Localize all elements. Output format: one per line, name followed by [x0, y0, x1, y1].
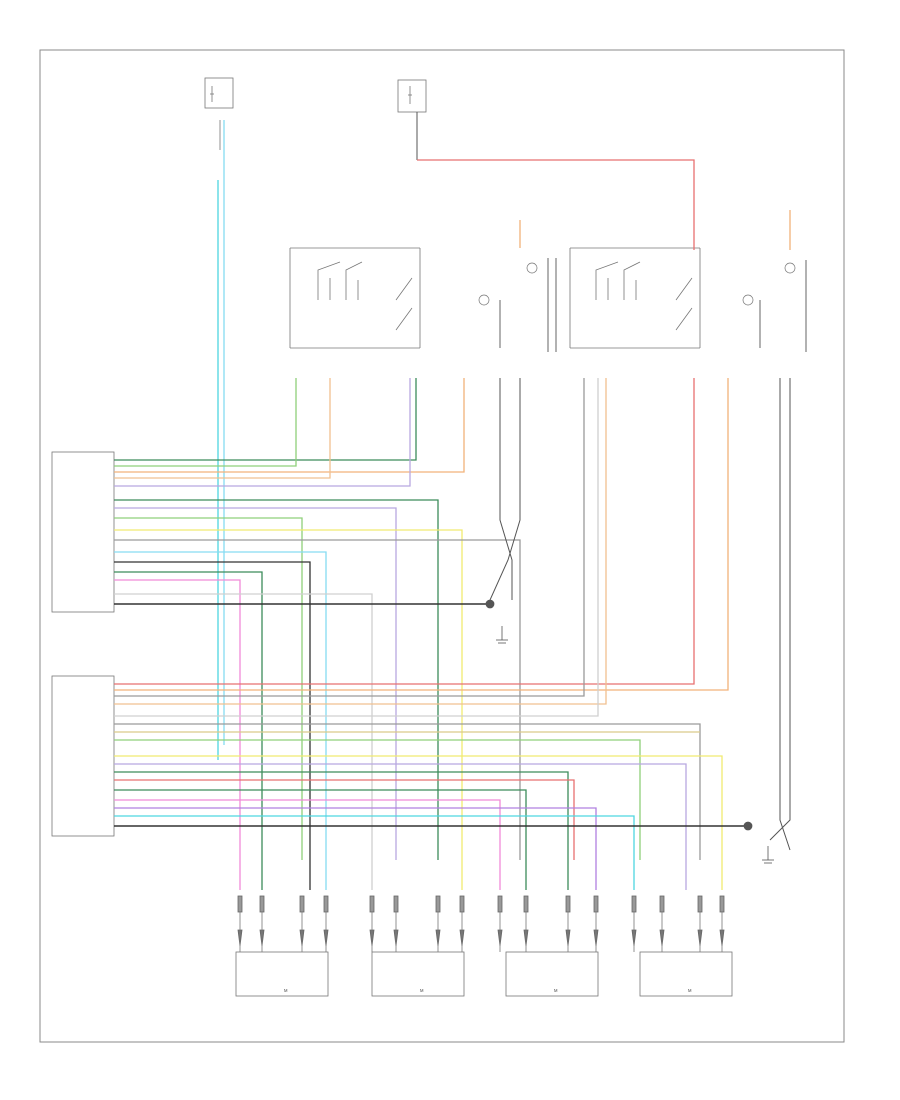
connector-pin-top [631, 895, 637, 913]
connector-pin-top [299, 895, 305, 913]
fuse-panel-center [397, 79, 427, 160]
connector-pin-top [719, 895, 725, 913]
thermal-limiter-1 [478, 294, 490, 306]
ground-symbol-upper [485, 599, 508, 644]
thermal-limiter-4 [784, 262, 796, 274]
passenger-seat-switch [569, 247, 701, 349]
center-crossover-wires [489, 378, 791, 851]
lower-module-harness [114, 378, 748, 890]
connector-pin-top [593, 895, 599, 913]
motor-box-3: M [505, 951, 599, 997]
motor-connector-pins [237, 895, 725, 952]
passenger-seat-module [51, 675, 115, 837]
connector-pin-top [659, 895, 665, 913]
driver-seat-module [51, 451, 115, 613]
connector-pin-top [497, 895, 503, 913]
motor-4-sub: M [688, 988, 692, 993]
connector-pin-top [393, 895, 399, 913]
connector-pin-top [523, 895, 529, 913]
upper-module-harness [114, 378, 521, 890]
thermal-limiter-2 [526, 262, 538, 274]
motor-1-sub: M [284, 988, 288, 993]
diagram-frame [39, 49, 845, 1043]
connector-pin-top [323, 895, 329, 913]
connector-pin-top [697, 895, 703, 913]
supply-wires [217, 120, 807, 760]
motor-box-2: M [371, 951, 465, 997]
motor-2-sub: M [420, 988, 424, 993]
connector-pin-top [369, 895, 375, 913]
driver-seat-switch [289, 247, 421, 349]
connector-pin-top [435, 895, 441, 913]
motor-box-1: M [235, 951, 329, 997]
connector-pin-top [459, 895, 465, 913]
connector-pin-top [237, 895, 243, 913]
fuse-panel-left [204, 77, 234, 150]
thermal-limiter-3 [742, 294, 754, 306]
motor-3-sub: M [554, 988, 558, 993]
connector-pin-top [259, 895, 265, 913]
ground-symbol-lower [743, 821, 774, 864]
motor-box-4: M [639, 951, 733, 997]
connector-pin-top [565, 895, 571, 913]
